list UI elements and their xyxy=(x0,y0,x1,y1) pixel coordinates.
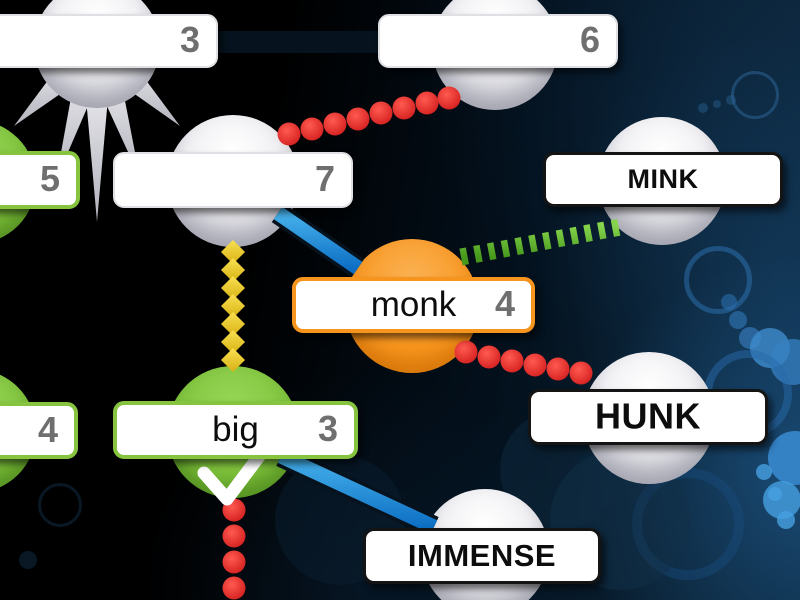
answer-length-label: 7 xyxy=(314,157,335,199)
bubble-decoration xyxy=(713,100,721,108)
answer-length-label: 5 xyxy=(39,157,60,199)
solved-word-box-mink[interactable]: MINK xyxy=(543,152,783,207)
answer-box-top-left[interactable]: 3 xyxy=(0,14,218,68)
answer-box-top-right[interactable]: 6 xyxy=(378,14,618,68)
connector-blue-big-immense xyxy=(276,446,439,537)
typed-word-label: monk xyxy=(370,284,457,324)
bubble-decoration xyxy=(684,246,752,314)
answer-box-monk[interactable]: monk 4 xyxy=(292,277,535,333)
connector-red-dots-monk-hunk xyxy=(454,340,593,385)
answer-length-label: 3 xyxy=(179,18,200,60)
bubble-decoration xyxy=(726,95,736,105)
answer-box-big[interactable]: big 3 xyxy=(113,401,358,459)
solved-word-label: IMMENSE xyxy=(407,537,557,573)
answer-length-label: 3 xyxy=(317,407,338,449)
answer-box-left-lower[interactable]: 4 xyxy=(0,402,78,459)
bubble-decoration xyxy=(698,103,708,113)
solved-word-box-hunk[interactable]: HUNK xyxy=(528,389,768,445)
typed-word-label: big xyxy=(212,409,259,449)
solved-word-label: MINK xyxy=(627,163,699,194)
bubble-decoration xyxy=(38,483,82,527)
bubble-decoration xyxy=(19,551,37,569)
connector-blue-7-monk xyxy=(271,203,365,278)
bubble-decoration xyxy=(729,311,747,329)
bubble-decoration xyxy=(756,464,772,480)
bubble-decoration xyxy=(721,294,737,310)
bubble-decoration xyxy=(768,487,782,501)
solved-word-label: HUNK xyxy=(595,395,701,437)
answer-box-left-upper[interactable]: 5 xyxy=(0,151,80,209)
connector-red-dots-big-down xyxy=(222,498,246,600)
bubble-decoration xyxy=(777,511,795,529)
bubble-decoration xyxy=(731,71,779,119)
answer-box-center-upper[interactable]: 7 xyxy=(113,152,353,208)
solved-word-box-immense[interactable]: IMMENSE xyxy=(363,528,601,584)
connector-red-dots-7-6 xyxy=(277,86,461,146)
connector-yellow-diamonds-7-big xyxy=(220,239,246,373)
answer-length-label: 4 xyxy=(494,282,515,324)
answer-length-label: 6 xyxy=(579,18,600,60)
answer-length-label: 4 xyxy=(37,408,58,450)
